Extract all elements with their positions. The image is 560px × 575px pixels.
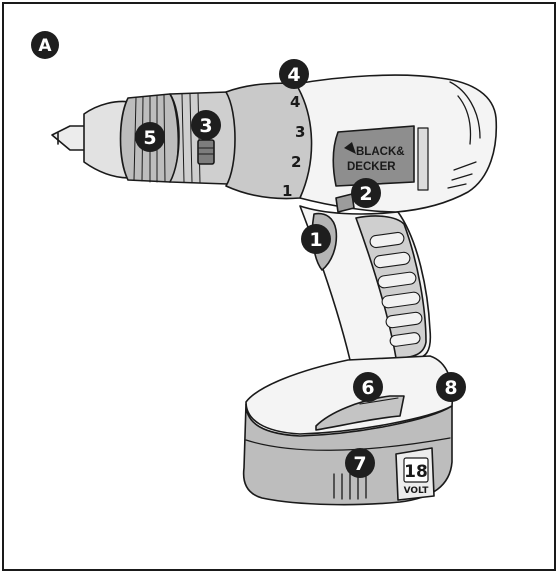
panel-label-badge: A — [31, 31, 59, 59]
callout-7: 7 — [345, 448, 375, 478]
callout-3: 3 — [191, 110, 221, 140]
brand-logo: BLACK& DECKER — [344, 142, 405, 173]
torque-setting-4: 4 — [290, 93, 300, 111]
callout-5: 5 — [135, 122, 165, 152]
torque-setting-1: 1 — [282, 182, 292, 200]
torque-setting-2: 2 — [291, 153, 301, 171]
svg-text:3: 3 — [199, 115, 212, 137]
brand-text-bottom: DECKER — [347, 161, 396, 173]
battery-voltage-value: 18 — [404, 462, 428, 482]
callout-6: 6 — [353, 372, 383, 402]
callout-8: 8 — [436, 372, 466, 402]
svg-text:5: 5 — [143, 127, 156, 149]
callout-2: 2 — [351, 178, 381, 208]
torque-scale: 1 2 3 4 — [282, 93, 305, 200]
svg-text:7: 7 — [353, 453, 366, 475]
chuck-tip — [51, 125, 87, 151]
callout-1: 1 — [301, 224, 331, 254]
svg-text:4: 4 — [287, 64, 300, 86]
torque-setting-3: 3 — [295, 123, 305, 141]
battery-voltage-unit: VOLT — [404, 486, 430, 496]
callout-4: 4 — [279, 59, 309, 89]
battery-ridges — [333, 473, 367, 500]
rear-vents — [447, 81, 481, 189]
battery-release[interactable] — [315, 395, 405, 431]
svg-text:2: 2 — [359, 183, 372, 205]
svg-text:6: 6 — [361, 377, 374, 399]
svg-text:8: 8 — [444, 377, 457, 399]
speed-selector-switch[interactable] — [197, 139, 215, 165]
forward-reverse-button[interactable] — [335, 193, 355, 213]
panel-label-text: A — [38, 36, 52, 56]
brand-text-top: BLACK& — [356, 146, 405, 158]
svg-text:1: 1 — [309, 229, 322, 251]
grip-ribs — [369, 231, 423, 347]
brand-badge — [332, 125, 415, 187]
